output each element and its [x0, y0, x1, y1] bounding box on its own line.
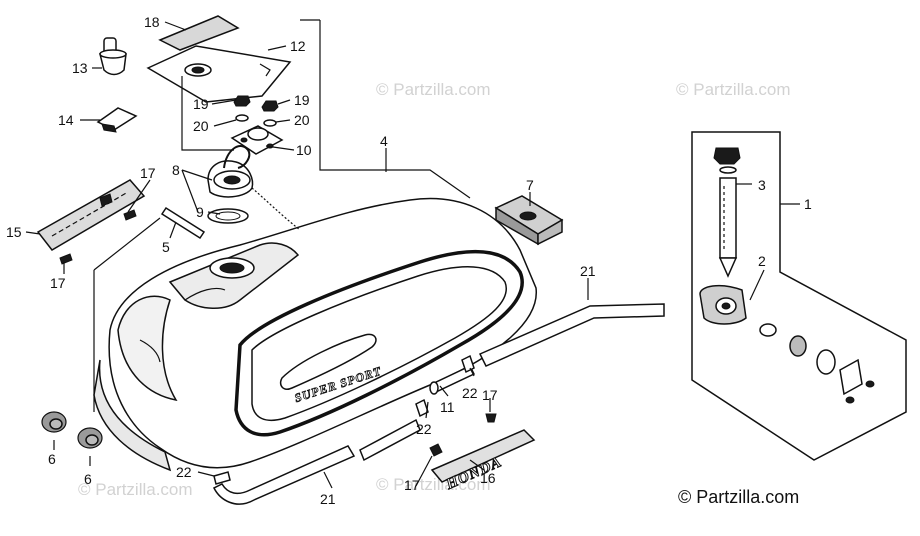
callout-17a: 17: [140, 165, 156, 181]
fuel-tank: SUPER SPORT: [93, 197, 537, 472]
watermark-text: © Partzilla.com: [78, 480, 193, 499]
knee-recess: [117, 295, 178, 402]
callout-7: 7: [526, 177, 534, 193]
grommets: [41, 411, 103, 449]
callout-17d: 17: [404, 477, 420, 493]
callout-2: 2: [758, 253, 766, 269]
callout-21b: 21: [320, 491, 336, 507]
leader-lines: [25, 19, 800, 489]
callout-12: 12: [290, 38, 306, 54]
tank-side-panel: [234, 249, 524, 437]
callout-9: 9: [196, 204, 204, 220]
callout-17b: 17: [50, 275, 66, 291]
callout-4: 4: [380, 133, 388, 149]
hinge-bracket: [230, 125, 284, 155]
cap-cover: [146, 15, 292, 103]
spring-clip: [96, 107, 138, 133]
nuts-washers: [233, 95, 279, 127]
tank-skirt: [93, 359, 172, 472]
callout-20a: 20: [193, 118, 209, 134]
side-protector: [36, 179, 146, 251]
watermark-text: © Partzilla.com: [376, 80, 491, 99]
callout-15: 15: [6, 224, 22, 240]
callout-11: 11: [440, 399, 455, 415]
watermark-text: © Partzilla.com: [376, 475, 491, 494]
callout-13: 13: [72, 60, 88, 76]
callout-19a: 19: [193, 96, 209, 112]
callout-17c: 17: [482, 387, 498, 403]
screws-17: [59, 209, 497, 457]
callout-16: 16: [480, 470, 496, 486]
drain-tube: [160, 206, 206, 240]
callout-22c: 22: [176, 464, 192, 480]
callout-20b: 20: [294, 112, 310, 128]
filler-cap: [207, 145, 301, 231]
callout-22b: 22: [462, 385, 478, 401]
plate: [158, 15, 240, 51]
copyright-text: © Partzilla.com: [678, 487, 799, 507]
fuel-lines: [212, 303, 665, 505]
callout-labels: 18 12 13 14 19 20 19 20 10 8 9 5 15 17 1…: [6, 14, 812, 507]
callout-3: 3: [758, 177, 766, 193]
callout-19b: 19: [294, 92, 310, 108]
pipe-joint: [213, 354, 476, 485]
callout-1: 1: [804, 196, 812, 212]
callout-22a: 22: [416, 421, 432, 437]
tank-rubber-cushion: [494, 195, 564, 246]
callout-5: 5: [162, 239, 170, 255]
key-lock-cylinder: [99, 37, 127, 76]
callout-10: 10: [296, 142, 312, 158]
watermark-text: © Partzilla.com: [676, 80, 791, 99]
fuel-cock-assembly: [691, 131, 907, 461]
callout-8: 8: [172, 162, 180, 178]
callout-14: 14: [58, 112, 74, 128]
callout-18: 18: [144, 14, 160, 30]
callout-6b: 6: [84, 471, 92, 487]
callout-21a: 21: [580, 263, 596, 279]
watermarks: © Partzilla.com © Partzilla.com © Partzi…: [78, 80, 791, 499]
callout-6a: 6: [48, 451, 56, 467]
